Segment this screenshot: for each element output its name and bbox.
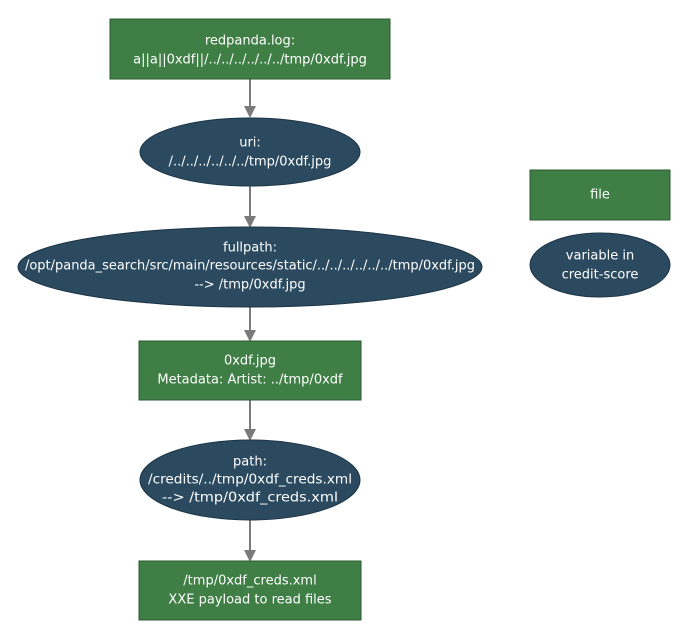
legend-variable: variable in credit-score (529, 232, 671, 298)
legend-file: file (529, 169, 671, 221)
node-uri-line1: uri: (239, 136, 261, 151)
legend-variable-line1: variable in (566, 249, 634, 264)
edge-fullpath-to-image (244, 307, 256, 342)
legend: file variable in credit-score (529, 169, 671, 298)
node-xml-file-line2: XXE payload to read files (168, 593, 331, 608)
node-fullpath: fullpath: /opt/panda_search/src/main/res… (17, 226, 483, 308)
edge-uri-to-fullpath (244, 186, 256, 228)
node-uri-line2: /../../../../../../tmp/0xdf.jpg (169, 155, 332, 170)
node-xml-file-line1: /tmp/0xdf_creds.xml (183, 574, 316, 589)
node-path-line2: /credits/../tmp/0xdf_creds.xml (148, 473, 352, 488)
edge-image-to-path (244, 400, 256, 441)
node-redpanda-log-line2: a||a||0xdf||/../../../../../../tmp/0xdf.… (133, 53, 367, 68)
edge-path-to-xml (244, 520, 256, 562)
legend-file-label: file (590, 188, 610, 203)
node-image-file-line2: Metadata: Artist: ../tmp/0xdf (157, 373, 343, 388)
node-path-line3: --> /tmp/0xdf_creds.xml (162, 491, 338, 506)
node-path-line1: path: (233, 455, 267, 470)
node-image-file-line1: 0xdf.jpg (224, 354, 276, 369)
node-xml-file: /tmp/0xdf_creds.xml XXE payload to read … (138, 560, 362, 621)
node-fullpath-line3: --> /tmp/0xdf.jpg (194, 278, 305, 293)
node-fullpath-line1: fullpath: (223, 241, 277, 256)
node-path: path: /credits/../tmp/0xdf_creds.xml -->… (139, 439, 361, 521)
edges (244, 79, 256, 562)
node-redpanda-log: redpanda.log: a||a||0xdf||/../../../../.… (109, 18, 391, 80)
legend-variable-line2: credit-score (562, 268, 639, 283)
node-fullpath-line2: /opt/panda_search/src/main/resources/sta… (25, 259, 475, 274)
node-uri: uri: /../../../../../../tmp/0xdf.jpg (139, 117, 361, 187)
node-image-file: 0xdf.jpg Metadata: Artist: ../tmp/0xdf (138, 340, 362, 401)
node-redpanda-log-line1: redpanda.log: (205, 34, 295, 49)
edge-log-to-uri (244, 79, 256, 118)
